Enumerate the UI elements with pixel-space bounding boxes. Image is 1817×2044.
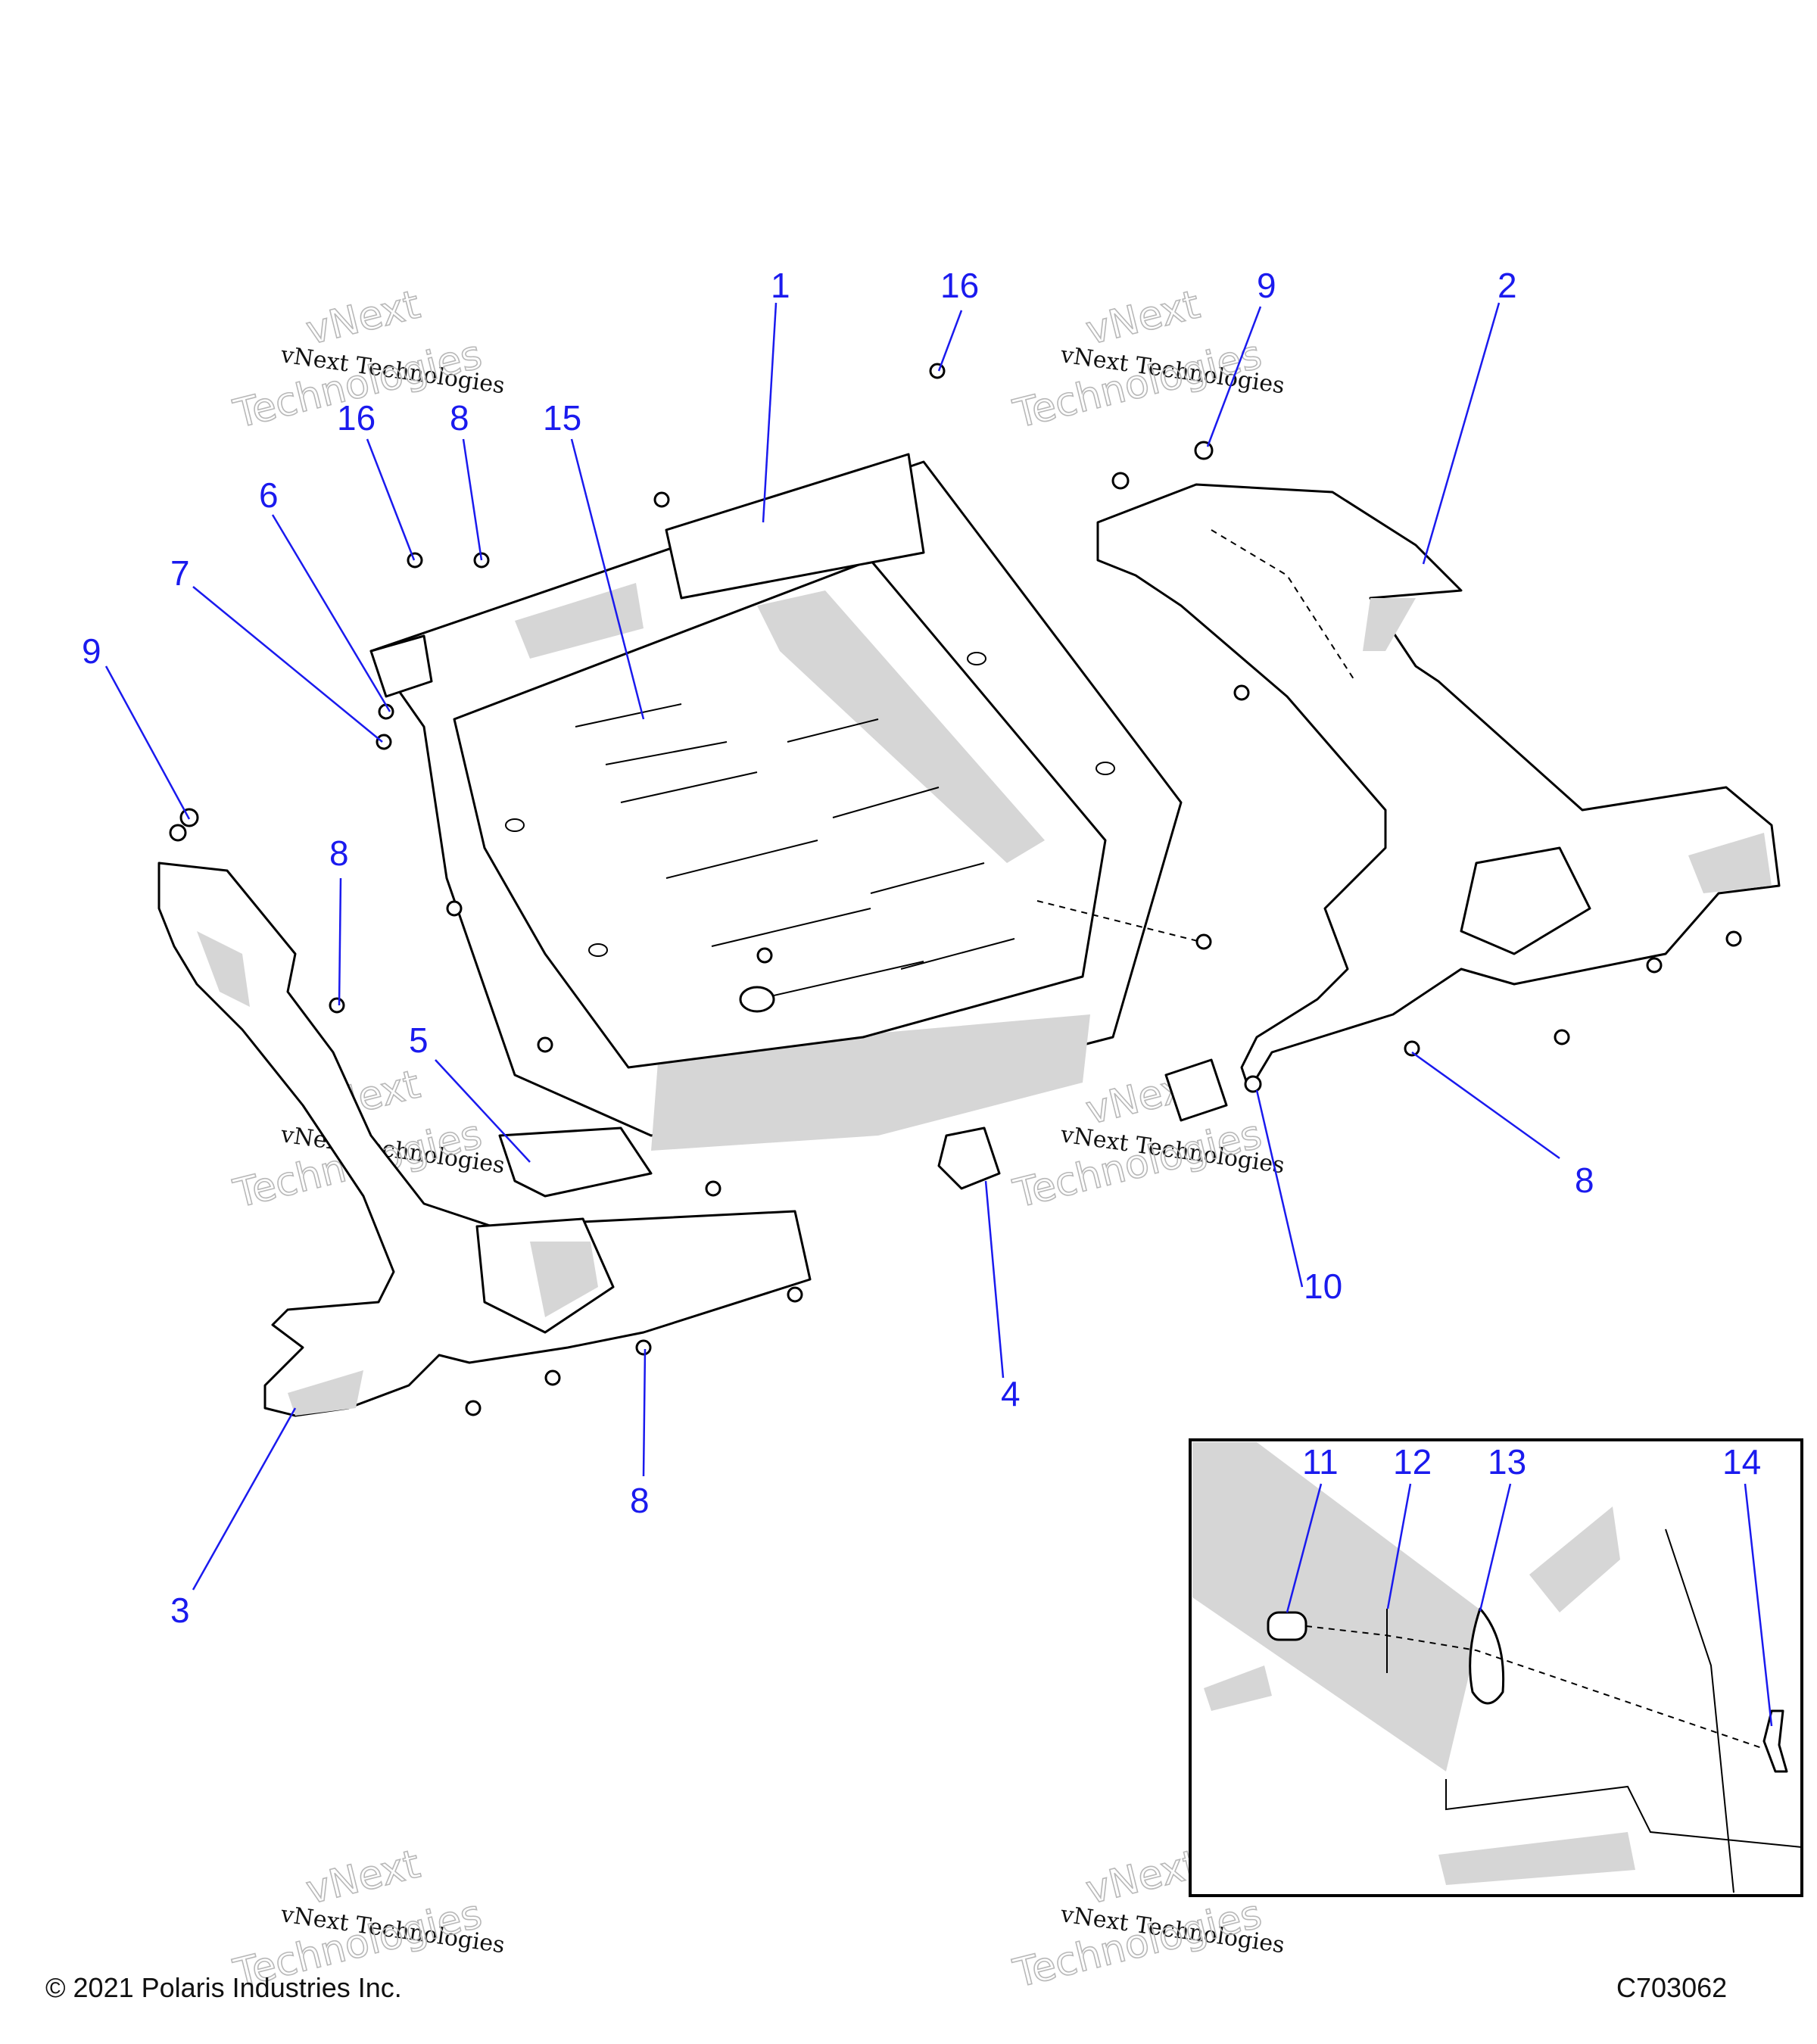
callout-3: 3 <box>170 1591 190 1630</box>
callout-6: 6 <box>259 475 279 515</box>
svg-text:Technologies: Technologies <box>1009 1112 1267 1217</box>
part-panel-4 <box>937 1058 1228 1190</box>
svg-text:vNext: vNext <box>1082 1842 1205 1914</box>
svg-text:Technologies: Technologies <box>1009 1892 1267 1997</box>
part-cargo-box <box>369 453 1205 1151</box>
callout-4: 4 <box>1001 1374 1021 1413</box>
copyright-text: © 2021 Polaris Industries Inc. <box>45 1972 402 2003</box>
callout-13: 13 <box>1488 1442 1526 1482</box>
callout-16-top: 16 <box>940 266 979 305</box>
part-right-support <box>1096 483 1781 1092</box>
svg-text:vNext: vNext <box>302 1842 425 1914</box>
watermark-top-right: vNext vNext Technologies Technologies <box>1008 282 1286 438</box>
callout-12: 12 <box>1393 1442 1432 1482</box>
callout-5: 5 <box>409 1020 429 1060</box>
diagram-id: C703062 <box>1616 1972 1728 2003</box>
callout-labels: 1 16 9 2 16 8 15 6 7 9 8 5 8 10 4 8 3 11… <box>82 266 1761 1630</box>
callout-8-bottom: 8 <box>630 1481 650 1520</box>
callout-16-left: 16 <box>337 398 376 438</box>
callout-15: 15 <box>543 398 581 438</box>
svg-text:vNext: vNext <box>1082 282 1205 354</box>
callout-7: 7 <box>170 553 190 593</box>
svg-text:vNext: vNext <box>302 282 425 354</box>
callout-2: 2 <box>1498 266 1517 305</box>
callout-8-top-left: 8 <box>450 398 469 438</box>
part-cover-plate-5 <box>498 1126 653 1198</box>
callout-14: 14 <box>1722 1442 1761 1482</box>
part-left-support <box>157 862 812 1417</box>
detail-inset <box>1189 1438 1803 1897</box>
callout-1: 1 <box>771 266 790 305</box>
svg-text:Technologies: Technologies <box>1009 332 1267 438</box>
callout-8-left: 8 <box>329 833 349 873</box>
leader-lines <box>104 302 1773 1727</box>
callout-8-right: 8 <box>1575 1161 1594 1200</box>
callout-9-left: 9 <box>82 631 101 671</box>
callout-9-top: 9 <box>1257 266 1276 305</box>
callout-10: 10 <box>1304 1267 1342 1306</box>
fasteners <box>169 363 1742 1416</box>
callout-11: 11 <box>1302 1442 1339 1482</box>
